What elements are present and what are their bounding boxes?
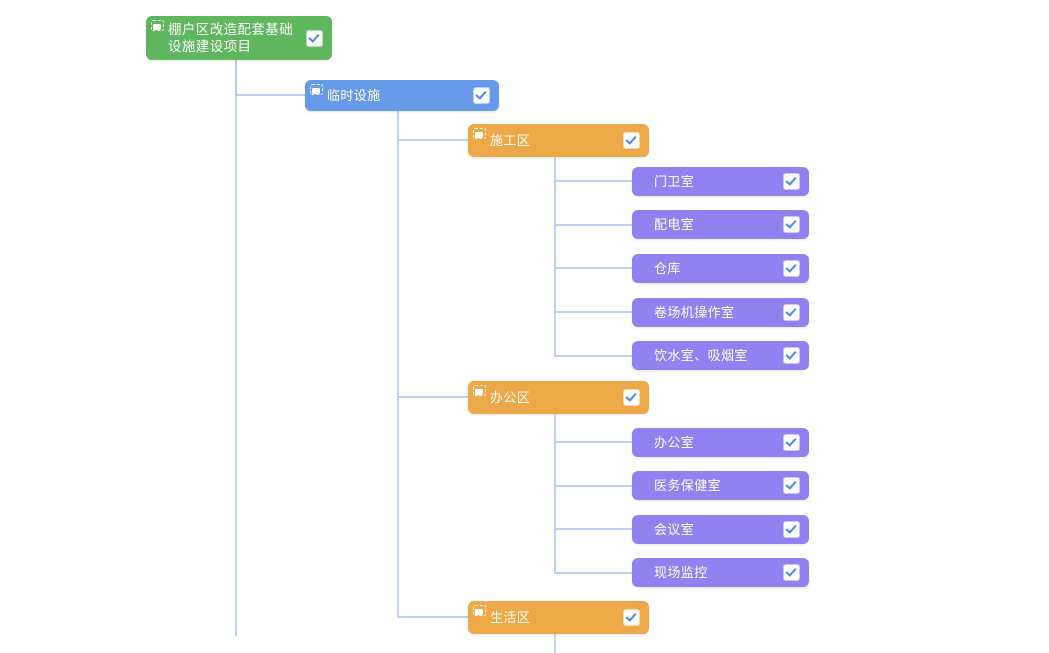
connector-line <box>554 312 632 357</box>
checkbox-checked-icon[interactable] <box>784 305 799 320</box>
node-label: 仓库 <box>654 261 681 276</box>
connector-line <box>397 140 468 398</box>
checkbox-checked-icon[interactable] <box>624 390 639 405</box>
checkbox-checked-icon[interactable] <box>784 348 799 363</box>
node-label: 办公区 <box>490 390 531 405</box>
node-warehouse[interactable]: 仓库 <box>632 254 809 283</box>
node-power-distribution-room[interactable]: 配电室 <box>632 210 809 239</box>
node-label: 门卫室 <box>654 174 695 189</box>
node-label: 饮水室、吸烟室 <box>654 348 748 363</box>
node-living-area[interactable]: 生活区 <box>468 601 649 634</box>
connector-line <box>554 268 632 313</box>
checkbox-checked-icon[interactable] <box>784 217 799 232</box>
checkbox-checked-icon[interactable] <box>624 133 639 148</box>
connector-line <box>554 225 632 269</box>
checkbox-checked-icon[interactable] <box>784 522 799 537</box>
collapse-handle-chip-icon <box>153 24 161 30</box>
collapse-handle-icon[interactable] <box>473 605 486 616</box>
node-label: 现场监控 <box>654 565 708 580</box>
checkbox-checked-icon[interactable] <box>307 30 322 46</box>
node-meeting-room[interactable]: 会议室 <box>632 515 809 544</box>
node-site-monitoring[interactable]: 现场监控 <box>632 558 809 587</box>
node-office-room[interactable]: 办公室 <box>632 428 809 457</box>
connector-line <box>554 442 632 487</box>
node-construction-area[interactable]: 施工区 <box>468 124 649 157</box>
checkbox-checked-icon[interactable] <box>784 565 799 580</box>
connector-line <box>554 486 632 530</box>
connector-line <box>554 157 632 182</box>
connector-line <box>397 397 468 618</box>
node-label: 施工区 <box>490 133 531 148</box>
checkbox-checked-icon[interactable] <box>784 174 799 189</box>
checkbox-checked-icon[interactable] <box>624 610 639 625</box>
collapse-handle-icon[interactable] <box>473 128 486 139</box>
collapse-handle-chip-icon <box>475 609 483 615</box>
node-medical-care-room[interactable]: 医务保健室 <box>632 471 809 500</box>
collapse-handle-chip-icon <box>312 88 320 94</box>
checkbox-checked-icon[interactable] <box>784 261 799 276</box>
connector-line <box>235 60 305 96</box>
checkbox-checked-icon[interactable] <box>784 435 799 450</box>
node-temp-facility[interactable]: 临时设施 <box>305 80 499 111</box>
node-label: 配电室 <box>654 217 695 232</box>
node-winding-machine-operation-room[interactable]: 卷场机操作室 <box>632 298 809 327</box>
node-office-area[interactable]: 办公区 <box>468 381 649 414</box>
connector-line <box>554 181 632 226</box>
node-root[interactable]: 棚户区改造配套基础设施建设项目 <box>146 16 332 60</box>
node-label: 生活区 <box>490 610 531 625</box>
node-label: 会议室 <box>654 522 695 537</box>
node-label: 医务保健室 <box>654 478 722 493</box>
collapse-handle-icon[interactable] <box>473 385 486 396</box>
connector-line <box>397 111 468 141</box>
node-label: 临时设施 <box>327 88 381 103</box>
collapse-handle-chip-icon <box>475 132 483 138</box>
node-label: 棚户区改造配套基础设施建设项目 <box>168 22 294 54</box>
checkbox-checked-icon[interactable] <box>784 478 799 493</box>
collapse-handle-chip-icon <box>475 389 483 395</box>
checkbox-checked-icon[interactable] <box>474 88 489 103</box>
node-label: 卷场机操作室 <box>654 305 735 320</box>
node-label: 办公室 <box>654 435 695 450</box>
node-guard-room[interactable]: 门卫室 <box>632 167 809 196</box>
node-water-smoking-room[interactable]: 饮水室、吸烟室 <box>632 341 809 370</box>
connector-line <box>554 529 632 574</box>
collapse-handle-icon[interactable] <box>151 20 164 31</box>
connector-line <box>554 414 632 443</box>
collapse-handle-icon[interactable] <box>310 84 323 95</box>
